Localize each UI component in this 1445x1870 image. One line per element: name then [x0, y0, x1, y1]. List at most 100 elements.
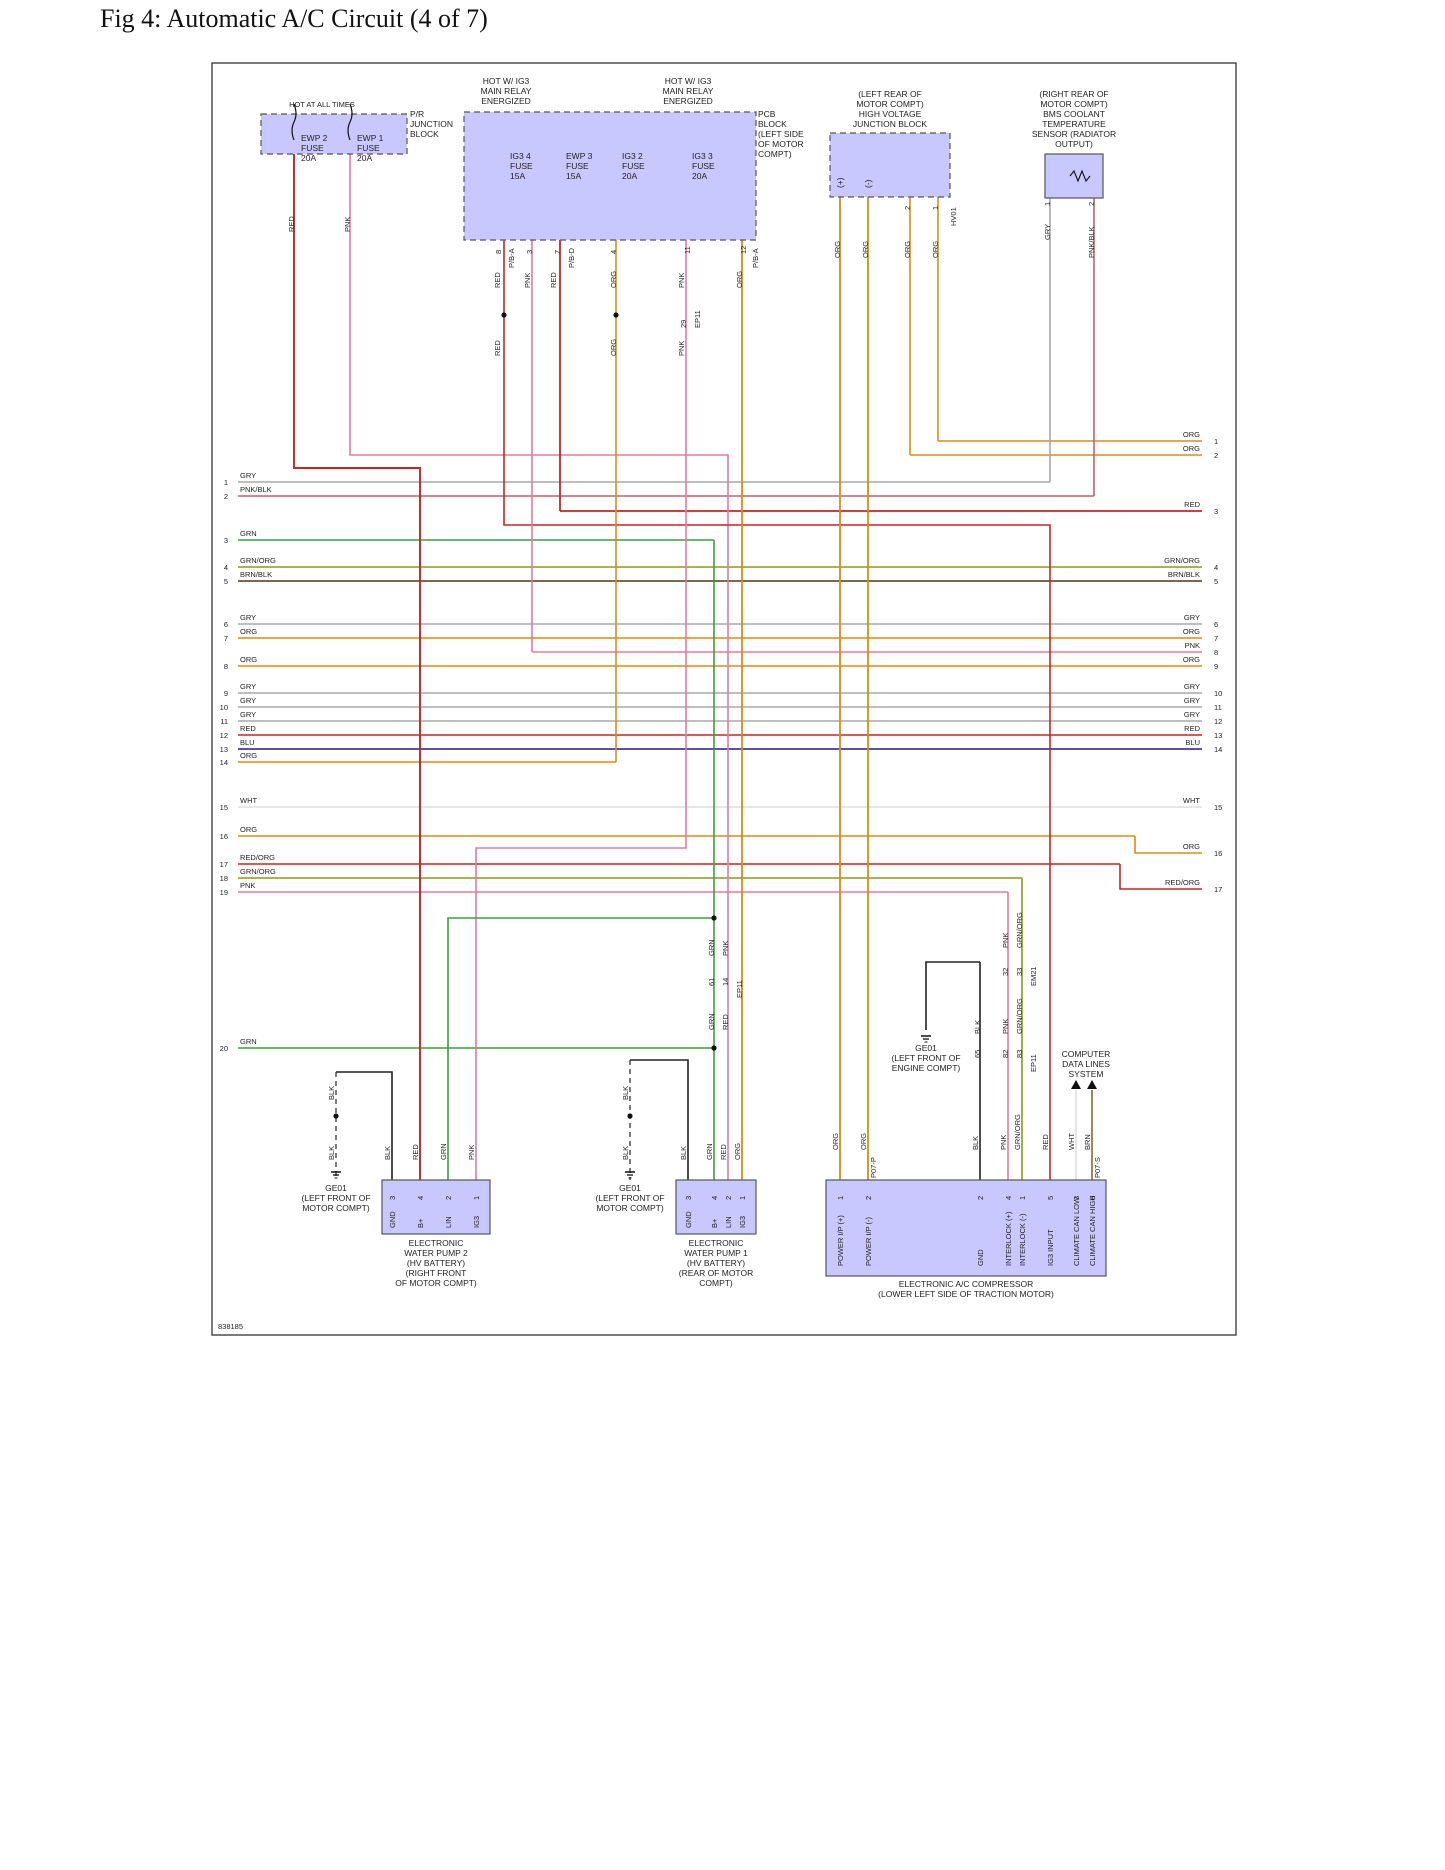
pr-junction-block [260, 113, 408, 155]
hv-plus-label: (+) [835, 177, 845, 188]
wire-bottom-label: BLK [327, 1146, 336, 1160]
wire-bottom-label: BLK [971, 1136, 980, 1150]
pump1-pin-label: LIN [724, 1216, 733, 1228]
connector-pin-number: 4 [609, 250, 618, 254]
hot-at-all-times-label: HOT AT ALL TIMES [289, 100, 355, 109]
bms-sensor-label: MOTOR COMPT) [1040, 99, 1108, 109]
right-row-number: 3 [1214, 507, 1218, 516]
hot-ig3-label: HOT W/ IG3 [483, 76, 530, 86]
compressor-pin-label: POWER I/P (+) [836, 1215, 845, 1266]
wire-color-label: PNK/BLK [1087, 226, 1096, 258]
right-row-color: ORG [1183, 655, 1200, 664]
left-row-number: 16 [220, 832, 228, 841]
wire-color-label: GRY [1043, 224, 1052, 240]
right-row-number: 14 [1214, 745, 1222, 754]
wire-mid-label: EM21 [1029, 966, 1038, 986]
splice-dot [613, 312, 619, 318]
left-row-number: 11 [220, 717, 228, 726]
wire-color-label: RED [287, 216, 296, 232]
fuse-ewp3-label: EWP 3 [566, 151, 593, 161]
fuse-ig33-label: FUSE [692, 161, 715, 171]
fuse-ig33-label: 20A [692, 171, 707, 181]
left-row-number: 6 [224, 620, 228, 629]
figure-title: Fig 4: Automatic A/C Circuit (4 of 7) [100, 4, 488, 33]
electronic-water-pump-2 [381, 1179, 491, 1235]
right-row-number: 13 [1214, 731, 1222, 740]
wire-color-label: ORG [931, 241, 940, 258]
connector-pin-number: 29 [679, 320, 688, 328]
wire-color-label: ORG [735, 271, 744, 288]
right-row-number: 7 [1214, 634, 1218, 643]
right-row-number: 5 [1214, 577, 1218, 586]
right-row-color: GRY [1184, 682, 1200, 691]
pump1-pin-number: 4 [710, 1196, 719, 1200]
left-row-number: 5 [224, 577, 228, 586]
computer-data-lines-label: DATA LINES [1062, 1059, 1110, 1069]
compressor-pin-number: 2 [976, 1196, 985, 1200]
wire-mid-label: 82 [1001, 1050, 1010, 1058]
right-row-number: 16 [1214, 849, 1222, 858]
fuse-ewp2-label: EWP 2 [301, 133, 328, 143]
ge01-label: (LEFT FRONT OF [301, 1193, 370, 1203]
wire-blk-pump1 [630, 1059, 689, 1180]
right-row-color: BRN/BLK [1168, 570, 1200, 579]
pr-junction-label: BLOCK [410, 129, 439, 139]
computer-data-lines-label: SYSTEM [1069, 1069, 1104, 1079]
wire-blk-pump2 [336, 1071, 393, 1180]
bms-sensor-label: BMS COOLANT [1043, 109, 1105, 119]
wire-color-label: PNK [677, 341, 686, 356]
connector-pin-number: 7 [553, 250, 562, 254]
wire-bottom-label: ORG [831, 1133, 840, 1150]
wire-color-label: ORG [609, 271, 618, 288]
wire-bottom-label: BLK [327, 1086, 336, 1100]
left-row-number: 9 [224, 689, 228, 698]
wire-color-label: PNK [343, 217, 352, 232]
wire-bottom-label: PNK [999, 1135, 1008, 1150]
ge01-engine-label: GE01 [915, 1043, 937, 1053]
compressor-pin-label: POWER I/P (-) [864, 1216, 873, 1266]
water-pump-2-label: WATER PUMP 2 [404, 1248, 468, 1258]
ge01-engine-label: ENGINE COMPT) [892, 1063, 961, 1073]
pump2-pin-label: LIN [444, 1216, 453, 1228]
wire-mid-label: 32 [1001, 968, 1010, 976]
wire-color-label: ORG [861, 241, 870, 258]
left-row-number: 3 [224, 536, 228, 545]
bus-wire-r16 [1134, 836, 1202, 854]
wire-mid-label: 83 [1015, 1050, 1024, 1058]
right-row-color: RED [1184, 500, 1200, 509]
wire-mid-label: GRN [707, 939, 716, 956]
right-row-number: 11 [1214, 703, 1222, 712]
left-row-color: ORG [240, 655, 257, 664]
connector-pin-number: 12 [739, 246, 748, 254]
right-row-color: GRY [1184, 696, 1200, 705]
left-row-color: GRY [240, 682, 256, 691]
compressor-pin-number: 3 [1072, 1196, 1081, 1200]
fuse-ewp2-label: 20A [301, 153, 316, 163]
wire-color-label: RED [549, 272, 558, 288]
wire-mid-label: EP11 [735, 980, 744, 998]
wire-bottom-label: RED [719, 1144, 728, 1160]
right-row-color: ORG [1183, 430, 1200, 439]
right-row-number: 4 [1214, 563, 1218, 572]
wire-blk-ge01 [925, 961, 980, 1030]
wire-color-label: PNK [523, 273, 532, 288]
right-row-number: 12 [1214, 717, 1222, 726]
compressor-pin-number: 1 [836, 1196, 845, 1200]
wire-grn-pump2 [447, 917, 714, 1180]
splice-dot [711, 1045, 717, 1051]
wire-color-label: RED [493, 340, 502, 356]
bus-wire-r17 [1119, 864, 1202, 890]
left-row-number: 14 [220, 758, 228, 767]
right-row-color: RED/ORG [1165, 878, 1200, 887]
pcb-block-label: (LEFT SIDE [758, 129, 804, 139]
wire-bottom-label: BLK [679, 1146, 688, 1160]
wire-color-label: RED [493, 272, 502, 288]
wire-bottom-label: PNK [467, 1145, 476, 1160]
compressor-pin-number: 4 [1004, 1196, 1013, 1200]
wire-red-ewp2 [293, 140, 421, 1180]
wire-bottom-label: GRN [439, 1143, 448, 1160]
ge01-engine-label: (LEFT FRONT OF [891, 1053, 960, 1063]
hv-junction-label: HIGH VOLTAGE [859, 109, 922, 119]
hot-ig3-label: ENERGIZED [663, 96, 713, 106]
